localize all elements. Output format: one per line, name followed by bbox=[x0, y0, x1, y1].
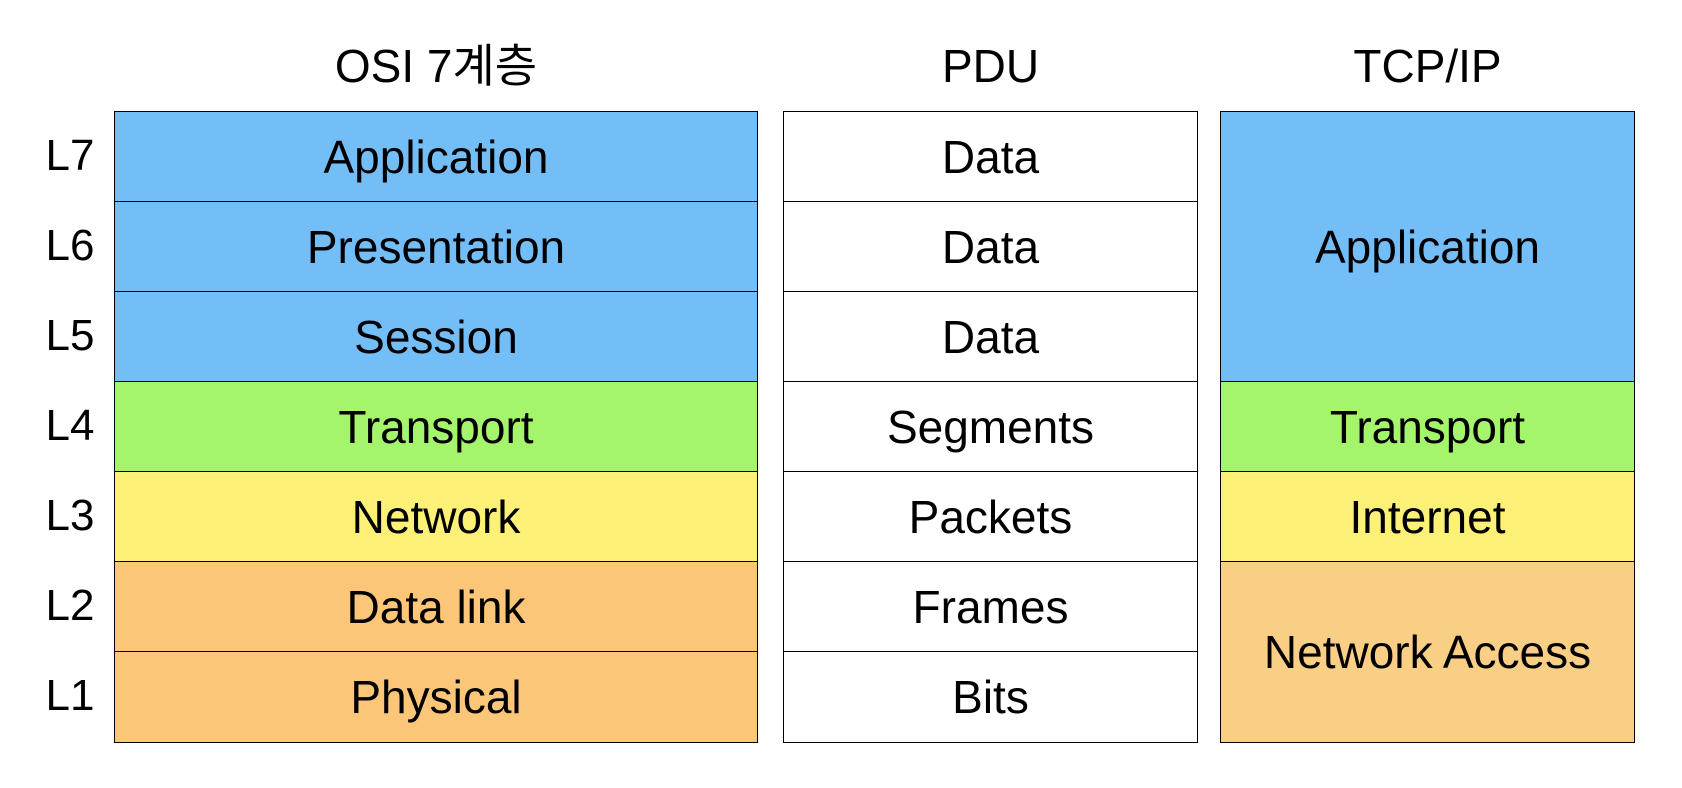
osi-layer-transport: Transport bbox=[115, 382, 757, 472]
layer-label-l3: L3 bbox=[45, 491, 95, 540]
pdu-cell-l5: Data bbox=[784, 292, 1197, 382]
tcpip-header: TCP/IP bbox=[1353, 40, 1502, 92]
pdu-cell-l6: Data bbox=[784, 202, 1197, 292]
layer-label-l2: L2 bbox=[45, 581, 95, 630]
layer-label-l6: L6 bbox=[45, 221, 95, 270]
layer-label-l1: L1 bbox=[45, 671, 95, 720]
osi-layer-network: Network bbox=[115, 472, 757, 562]
pdu-column: Data Data Data Segments Packets Frames B… bbox=[783, 111, 1198, 743]
osi-column: Application Presentation Session Transpo… bbox=[114, 111, 758, 743]
osi-layer-session: Session bbox=[115, 292, 757, 382]
layer-label-l4: L4 bbox=[45, 401, 95, 450]
osi-layer-data-link: Data link bbox=[115, 562, 757, 652]
pdu-cell-l1: Bits bbox=[952, 671, 1029, 723]
tcpip-layer-internet: Internet bbox=[1221, 472, 1634, 562]
pdu-cell-l3: Packets bbox=[784, 472, 1197, 562]
osi-header: OSI 7계층 bbox=[334, 40, 538, 92]
pdu-header: PDU bbox=[941, 40, 1040, 92]
tcpip-column: Application Transport Internet Network A… bbox=[1220, 111, 1635, 743]
osi-layer-presentation: Presentation bbox=[115, 202, 757, 292]
tcpip-layer-transport: Transport bbox=[1221, 382, 1634, 472]
pdu-cell-l2: Frames bbox=[784, 562, 1197, 652]
pdu-cell-l7: Data bbox=[784, 112, 1197, 202]
layer-label-l5: L5 bbox=[45, 311, 95, 360]
osi-layer-application: Application bbox=[115, 112, 757, 202]
tcpip-layer-network-access: Network Access bbox=[1221, 562, 1634, 742]
layer-label-l7: L7 bbox=[45, 131, 95, 180]
osi-layer-physical: Physical bbox=[115, 652, 757, 742]
pdu-cell-l4: Segments bbox=[784, 382, 1197, 472]
tcpip-layer-application: Application bbox=[1221, 112, 1634, 382]
